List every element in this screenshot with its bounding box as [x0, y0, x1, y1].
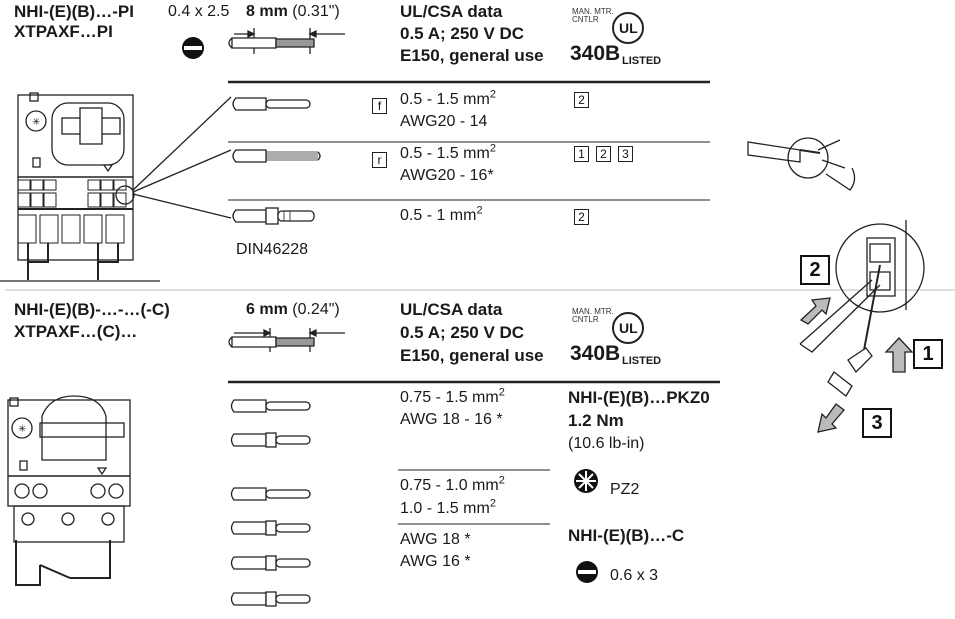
- ul-listed-logo-bottom: [612, 312, 644, 344]
- top-strip-in: (0.31"): [292, 3, 340, 20]
- bottom-g3-line1: AWG 18 *: [400, 531, 471, 548]
- top-cert-cat2: CNTLR: [572, 15, 599, 24]
- pz-label: PZ2: [610, 481, 640, 498]
- bottom-ul-rating: 0.5 A; 250 V DC: [400, 323, 525, 342]
- bottom-g1-sup: 2: [498, 386, 505, 399]
- bottom-g2-l1: 0.75 - 1.0 mm: [400, 477, 499, 494]
- bottom-ul-title: UL/CSA data: [400, 300, 503, 319]
- bottom-ul-use: E150, general use: [400, 346, 544, 365]
- bottom-wire-icons: [230, 399, 311, 607]
- spring-clamp-instruction: [799, 220, 925, 433]
- top-row1-l1: 0.5 - 1.5 mm: [400, 91, 490, 108]
- top-row1-ref-2: 2: [574, 92, 589, 108]
- ul-listed-logo-top: [612, 12, 644, 44]
- solid-tag: f: [372, 98, 387, 114]
- bottom-strip-in: (0.24"): [292, 301, 340, 318]
- device-drawing-bottom: ✳: [7, 395, 131, 586]
- top-cert-code: 340B: [570, 42, 621, 65]
- flat-screwdriver-icon-bottom: [576, 561, 598, 583]
- top-row3-sup: 2: [476, 204, 483, 217]
- hand-screwdriver-icon: [747, 137, 856, 191]
- top-row3-ref-2: 2: [574, 209, 589, 225]
- top-listed: LISTED: [622, 55, 662, 67]
- bottom-g1-l1: 0.75 - 1.5 mm: [400, 389, 499, 406]
- flat-size: 0.6 x 3: [610, 567, 659, 584]
- top-strip-length: 8 mm (0.31"): [246, 2, 340, 21]
- top-model-name-alt: XTPAXF…PI: [14, 22, 113, 41]
- svg-text:✳: ✳: [18, 424, 26, 435]
- strip-length-wire-bottom: [228, 328, 345, 352]
- top-ul-use: E150, general use: [400, 46, 544, 65]
- top-ul-rating: 0.5 A; 250 V DC: [400, 24, 525, 43]
- bottom-g3-line2: AWG 16 *: [400, 553, 471, 570]
- bottom-g2-line2: 1.0 - 1.5 mm2: [400, 497, 496, 518]
- step-3-label: 3: [862, 408, 892, 438]
- step-1-label: 1: [913, 339, 943, 369]
- pkz-title: NHI-(E)(B)…PKZ0: [568, 388, 710, 407]
- bottom-listed: LISTED: [622, 355, 662, 367]
- bottom-ul-mark: UL: [619, 320, 638, 336]
- torque-lb: (10.6 lb-in): [568, 435, 645, 452]
- bottom-g1-line1: 0.75 - 1.5 mm2: [400, 386, 505, 407]
- step-2-label: 2: [800, 255, 830, 285]
- c-title: NHI-(E)(B)…-C: [568, 526, 685, 545]
- top-row3-line1: 0.5 - 1 mm2: [400, 204, 483, 225]
- strip-length-wire-top: [228, 28, 345, 54]
- top-row2-ref-1: 1: [574, 146, 589, 162]
- top-cert-cat1: MAN. MTR.: [572, 7, 614, 16]
- solid-wire-icon: [232, 97, 311, 111]
- top-row1-line2: AWG20 - 14: [400, 113, 488, 130]
- stranded-wire-icon: [232, 149, 321, 163]
- device-drawing-top: ✳: [17, 92, 232, 280]
- top-model-name: NHI-(E)(B)…-PI: [14, 2, 134, 21]
- flat-screwdriver-icon: [182, 37, 204, 59]
- top-ul-mark: UL: [619, 20, 638, 36]
- din-label: DIN46228: [236, 241, 309, 258]
- top-strip-mm: 8 mm: [246, 3, 288, 20]
- bottom-cert-cat2: CNTLR: [572, 315, 599, 324]
- top-row2-ref-2: 2: [596, 146, 611, 162]
- bottom-g2-line1: 0.75 - 1.0 mm2: [400, 474, 505, 495]
- top-row2-line2: AWG20 - 16*: [400, 167, 494, 184]
- torque-nm: 1.2 Nm: [568, 411, 624, 430]
- top-row2-line1: 0.5 - 1.5 mm2: [400, 142, 496, 163]
- bottom-g2-sup2: 2: [489, 497, 496, 510]
- bottom-model-name-alt: XTPAXF…(C)…: [14, 322, 138, 341]
- stranded-tag: r: [372, 152, 387, 168]
- top-screwdriver-size: 0.4 x 2.5: [168, 3, 230, 20]
- bottom-cert-cat1: MAN. MTR.: [572, 307, 614, 316]
- top-row1-line1: 0.5 - 1.5 mm2: [400, 88, 496, 109]
- top-row1-sup: 2: [489, 88, 496, 101]
- top-row3-l1: 0.5 - 1 mm: [400, 207, 477, 224]
- ferrule-wire-icon-top: [232, 207, 315, 225]
- bottom-strip-length: 6 mm (0.24"): [246, 300, 340, 319]
- phillips-icon: [574, 469, 598, 493]
- top-row2-l1: 0.5 - 1.5 mm: [400, 145, 490, 162]
- bottom-g1-line2: AWG 18 - 16 *: [400, 411, 503, 428]
- bottom-model-name: NHI-(E)(B)-…-…(-C): [14, 300, 170, 319]
- top-row2-sup: 2: [489, 142, 496, 155]
- bottom-strip-mm: 6 mm: [246, 301, 288, 318]
- top-row2-ref-3: 3: [618, 146, 633, 162]
- top-ul-title: UL/CSA data: [400, 2, 503, 21]
- bottom-g2-sup1: 2: [498, 474, 505, 487]
- bottom-g2-l2: 1.0 - 1.5 mm: [400, 500, 490, 517]
- bottom-cert-code: 340B: [570, 342, 621, 365]
- svg-text:✳: ✳: [32, 117, 40, 128]
